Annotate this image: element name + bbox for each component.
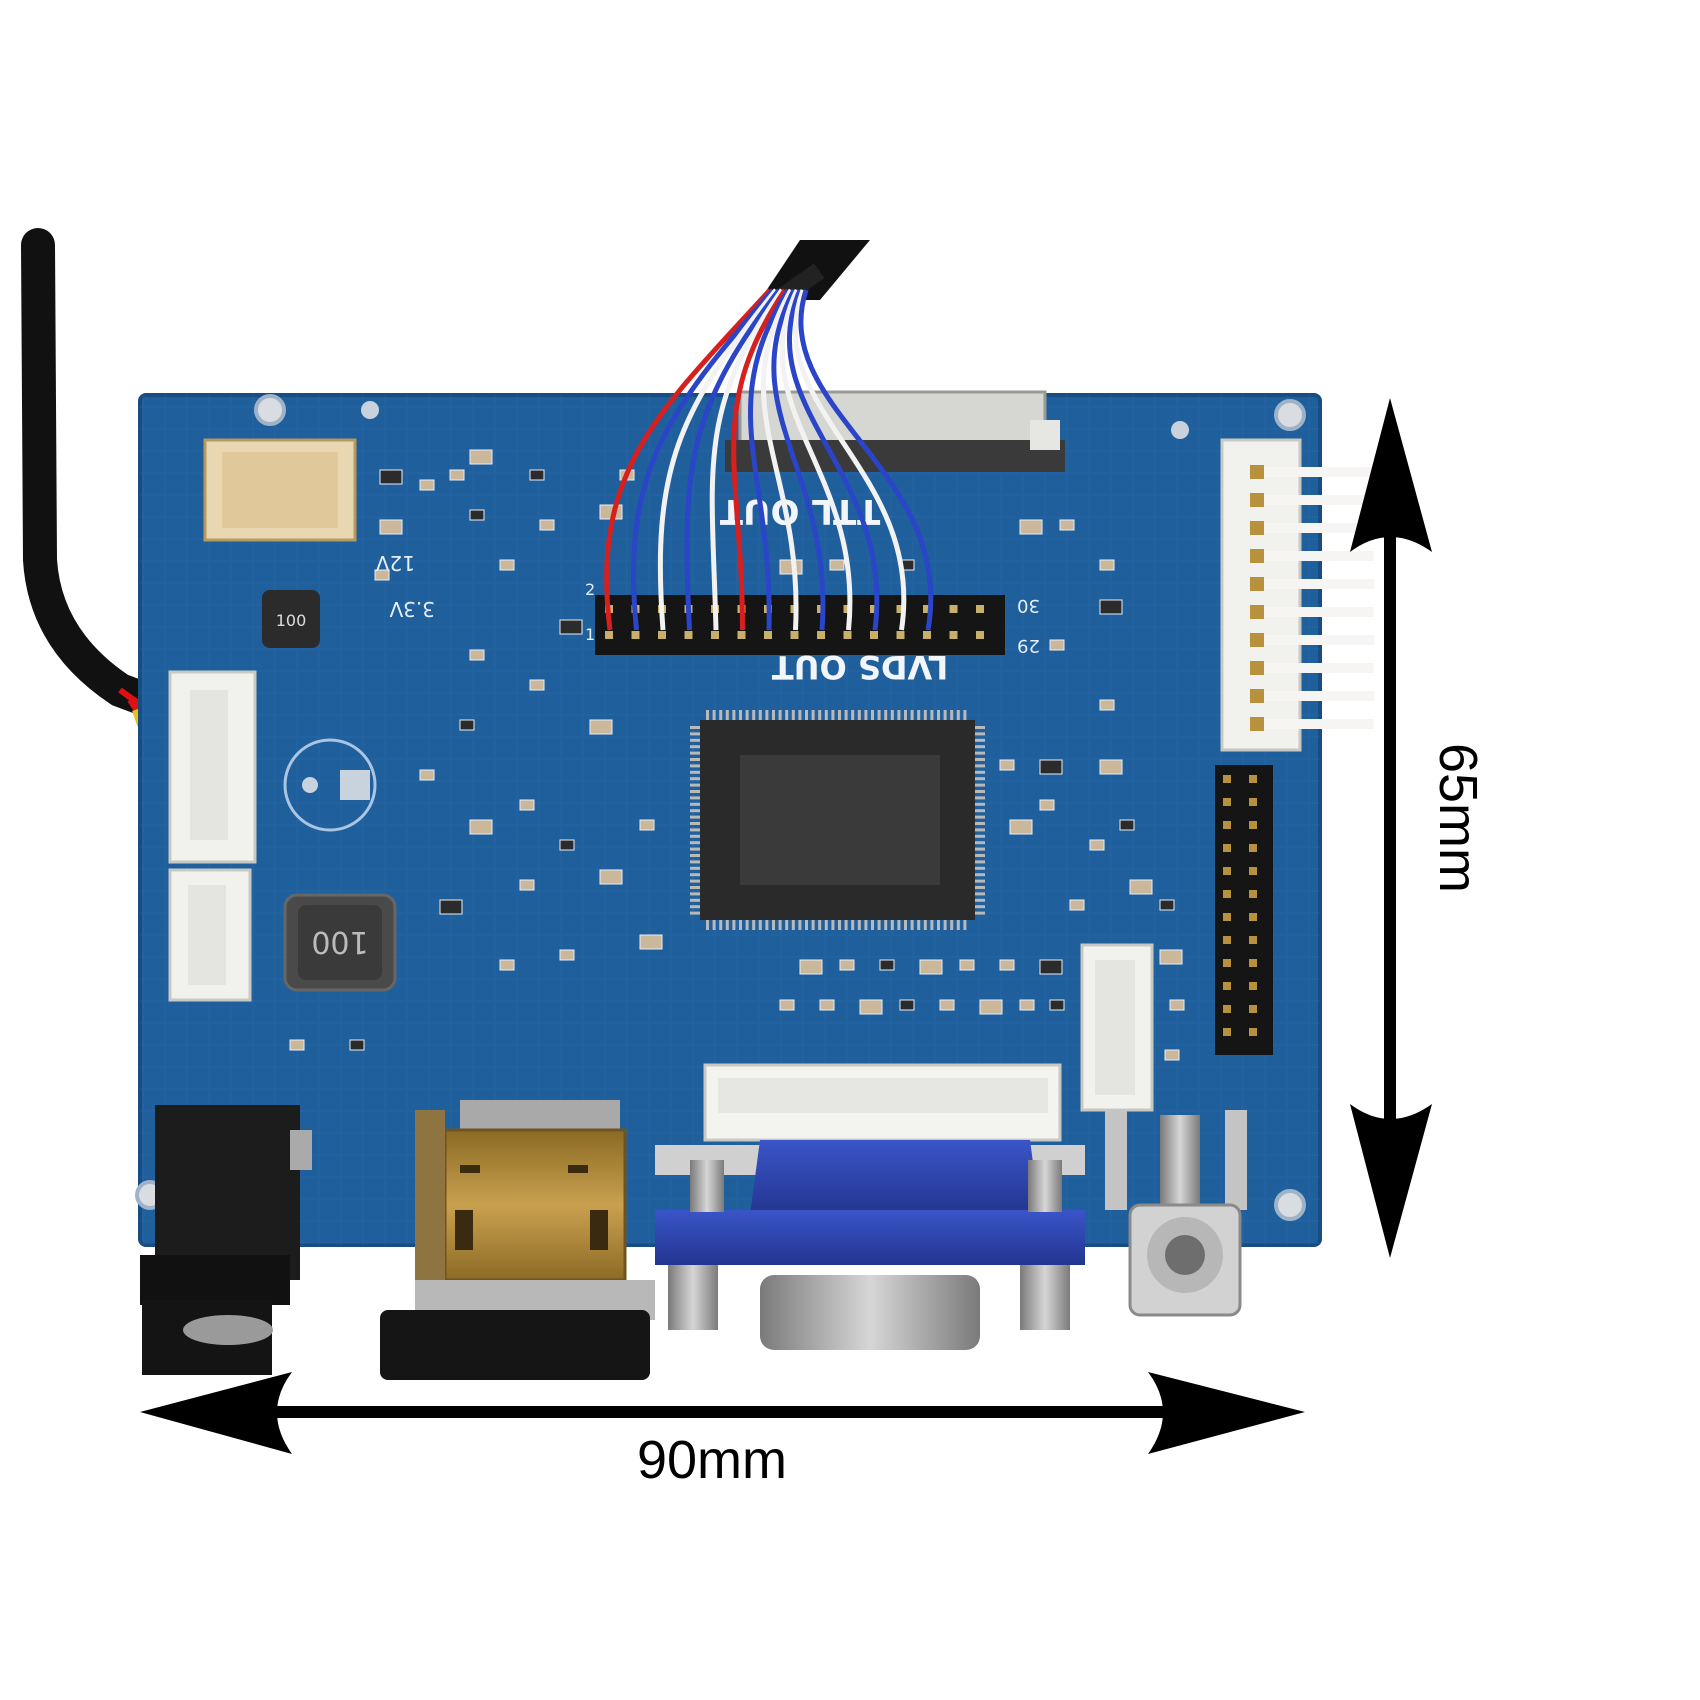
- width-dimension-label: 90mm: [637, 1430, 787, 1490]
- right-pin-header: [1215, 765, 1273, 1055]
- small-white-connector: [1080, 943, 1154, 1112]
- inductor-top-label: 100: [276, 611, 307, 630]
- height-dimension-label: 65mm: [1428, 743, 1488, 893]
- lvds-pin-header: [595, 595, 1005, 655]
- main-processor-chip: [690, 710, 985, 930]
- rca-audio-jack: [1105, 1110, 1247, 1317]
- ttl-out-label: TTL OUT: [719, 491, 880, 531]
- pin-1-label: 1: [585, 625, 595, 644]
- hdmi-connector: [380, 1100, 655, 1380]
- label-33v: 3.3V: [389, 597, 435, 621]
- pin-29-label: 29: [1017, 635, 1040, 656]
- dc-power-jack: [140, 1105, 312, 1375]
- left-connector-lower: [168, 868, 252, 1002]
- smd-components: [289, 449, 1185, 1061]
- label-12v: 12V: [376, 551, 415, 575]
- bottom-white-connector: [703, 1063, 1062, 1142]
- pin-2-label: 2: [585, 580, 595, 599]
- width-dimension: 90mm: [140, 1372, 1305, 1490]
- left-connector-upper: [168, 670, 257, 864]
- pin-30-label: 30: [1017, 595, 1040, 616]
- buzzer-component: [203, 438, 357, 542]
- lvds-cable: [604, 240, 934, 631]
- vga-connector: [655, 1140, 1085, 1350]
- right-white-connector: [1220, 438, 1374, 752]
- inductor-top: 100: [262, 590, 320, 648]
- inductor-bottom-label: 100: [311, 924, 368, 959]
- height-dimension: 65mm: [1350, 398, 1488, 1258]
- capacitor-footprint: [283, 738, 377, 832]
- inductor-bottom: 100: [283, 893, 397, 992]
